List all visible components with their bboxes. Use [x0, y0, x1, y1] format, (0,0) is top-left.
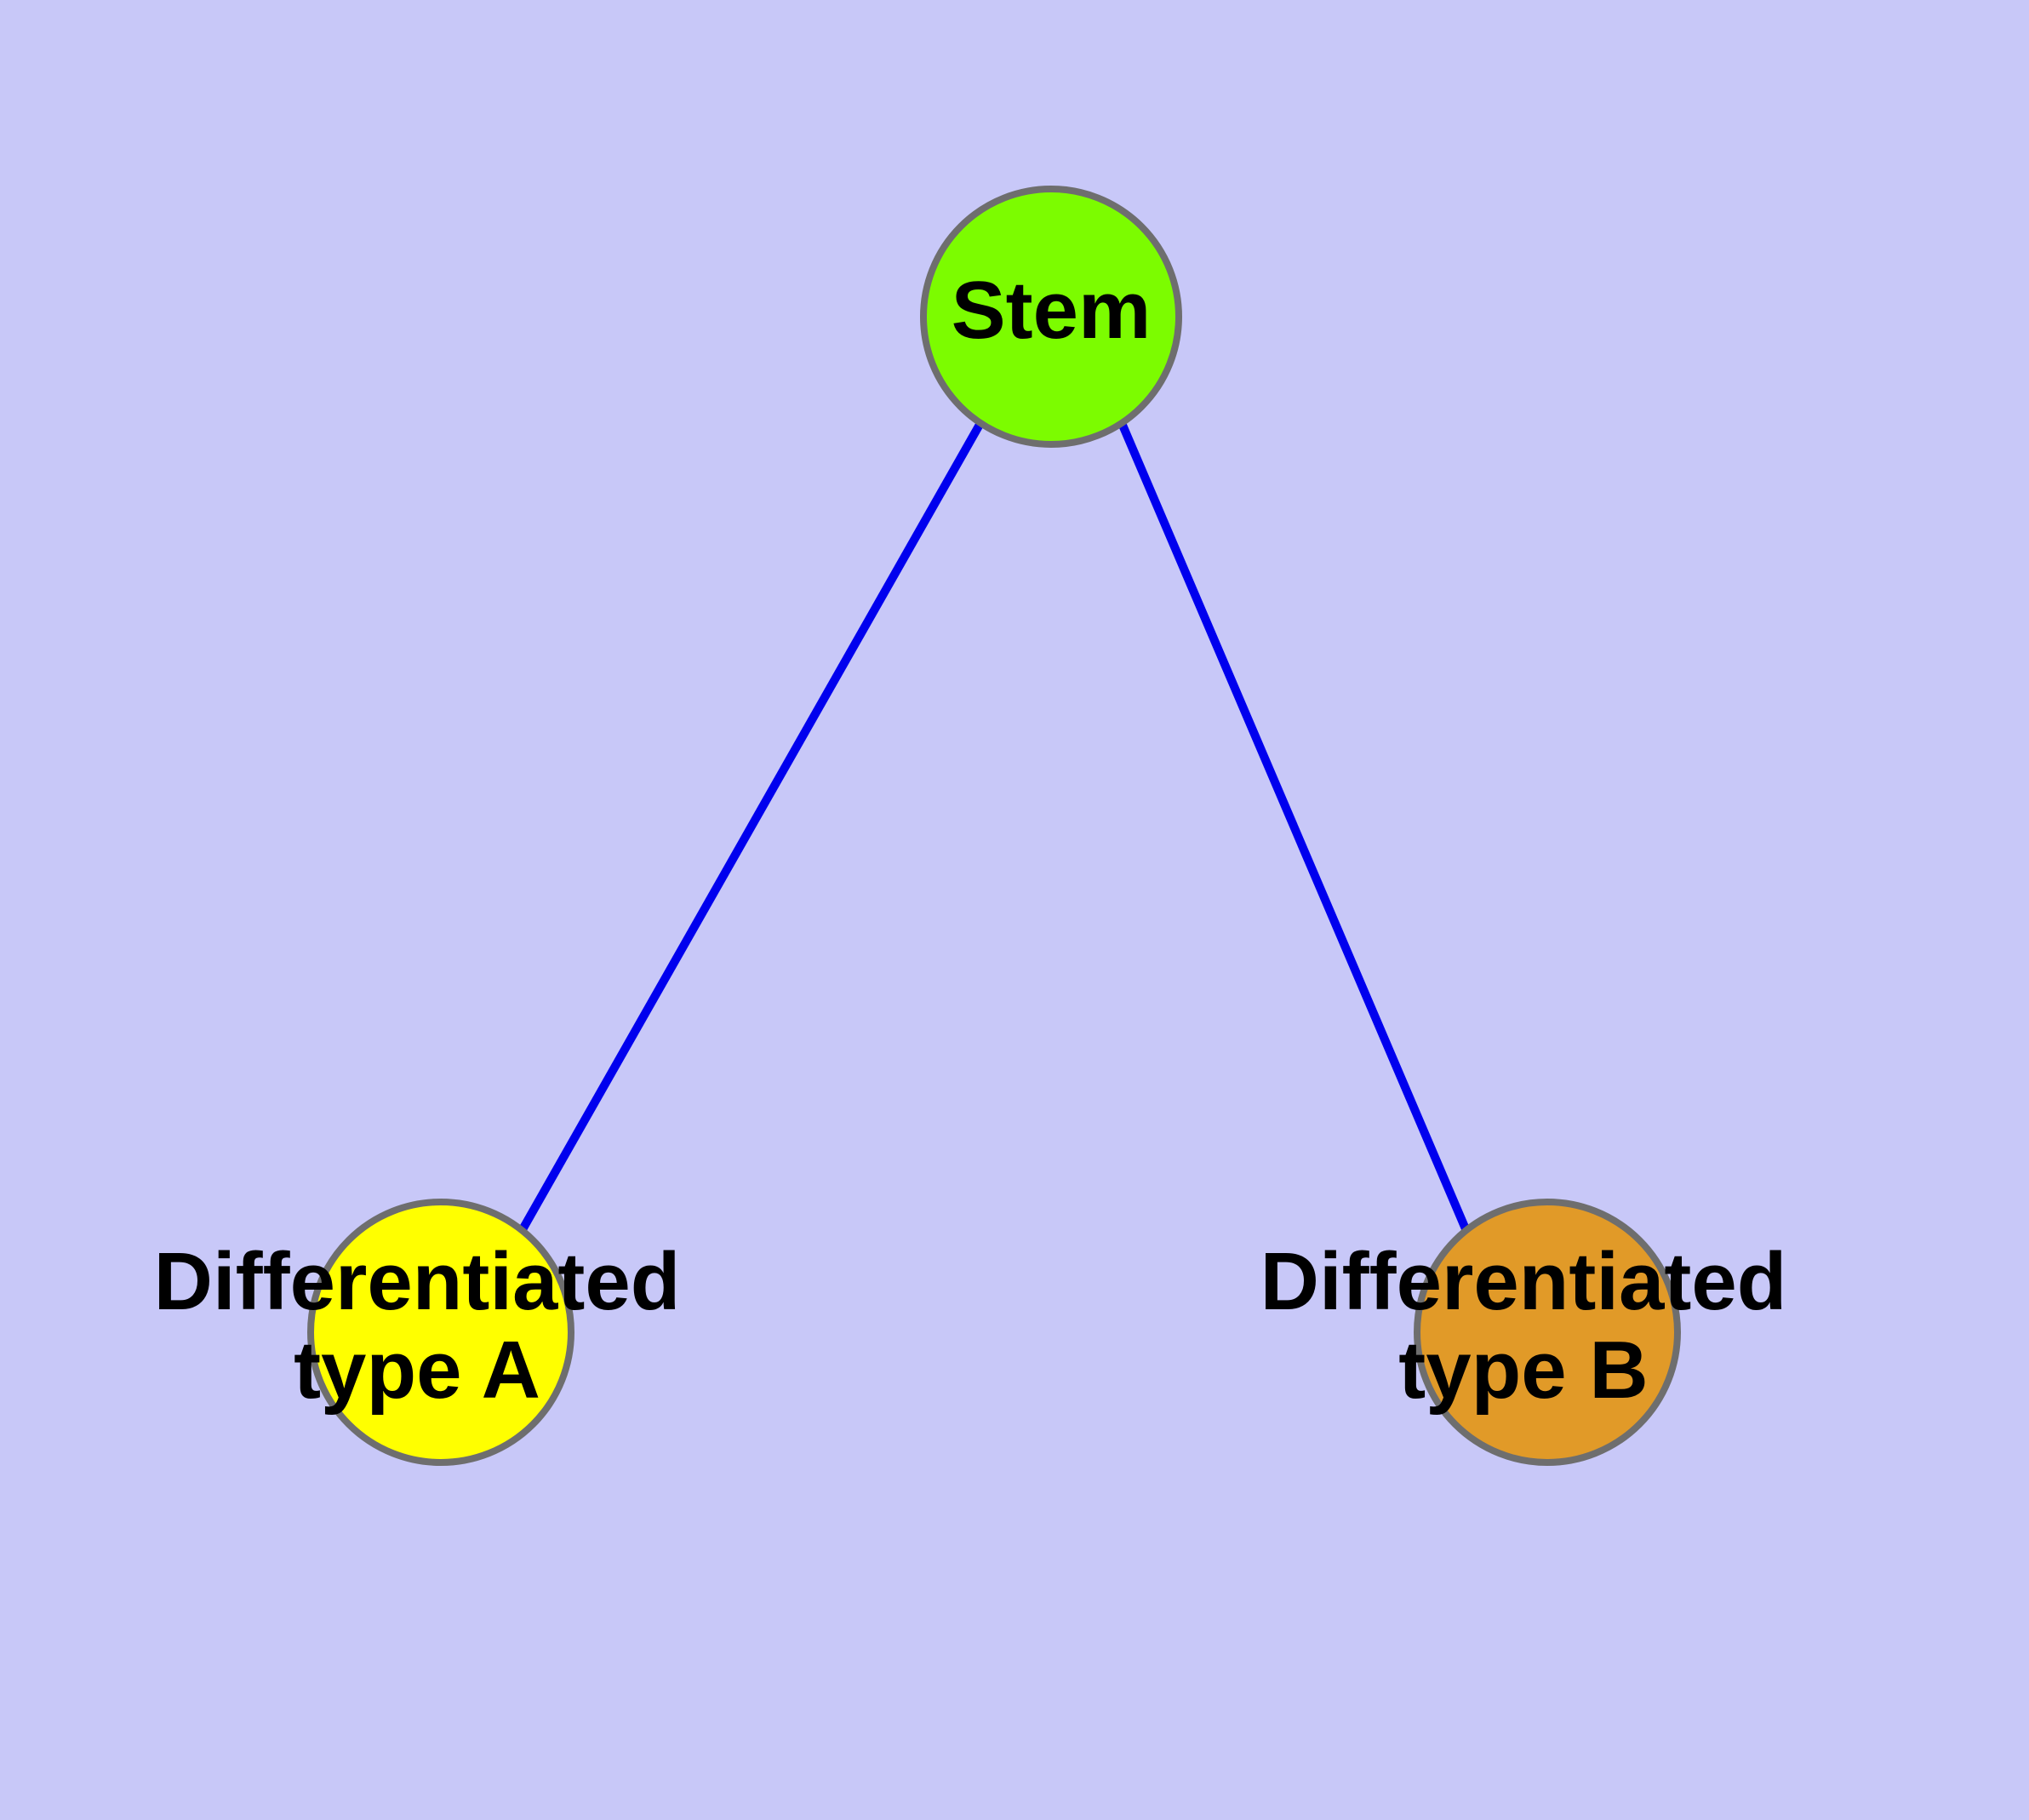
edge-stem-to-differentiated-type-b[interactable]: [1117, 421, 1471, 1233]
node-stem-label: Stem: [952, 265, 1152, 356]
edges-layer: [517, 421, 1471, 1233]
node-differentiated-type-b-circle[interactable]: [1414, 1199, 1681, 1466]
nodes-layer: [307, 186, 1681, 1466]
node-differentiated-type-a[interactable]: [307, 1199, 574, 1466]
node-label-line: Stem: [952, 265, 1152, 356]
node-stem[interactable]: [920, 186, 1182, 448]
node-label-line: type A: [294, 1325, 540, 1416]
node-label-line: type B: [1398, 1325, 1648, 1416]
node-differentiated-type-b[interactable]: [1414, 1199, 1681, 1466]
node-stem-circle[interactable]: [920, 186, 1182, 448]
node-label-line: Differentiated: [1260, 1236, 1787, 1327]
node-differentiated-type-a-circle[interactable]: [307, 1199, 574, 1466]
node-label-line: Differentiated: [154, 1236, 681, 1327]
edge-stem-to-differentiated-type-a[interactable]: [517, 421, 985, 1233]
